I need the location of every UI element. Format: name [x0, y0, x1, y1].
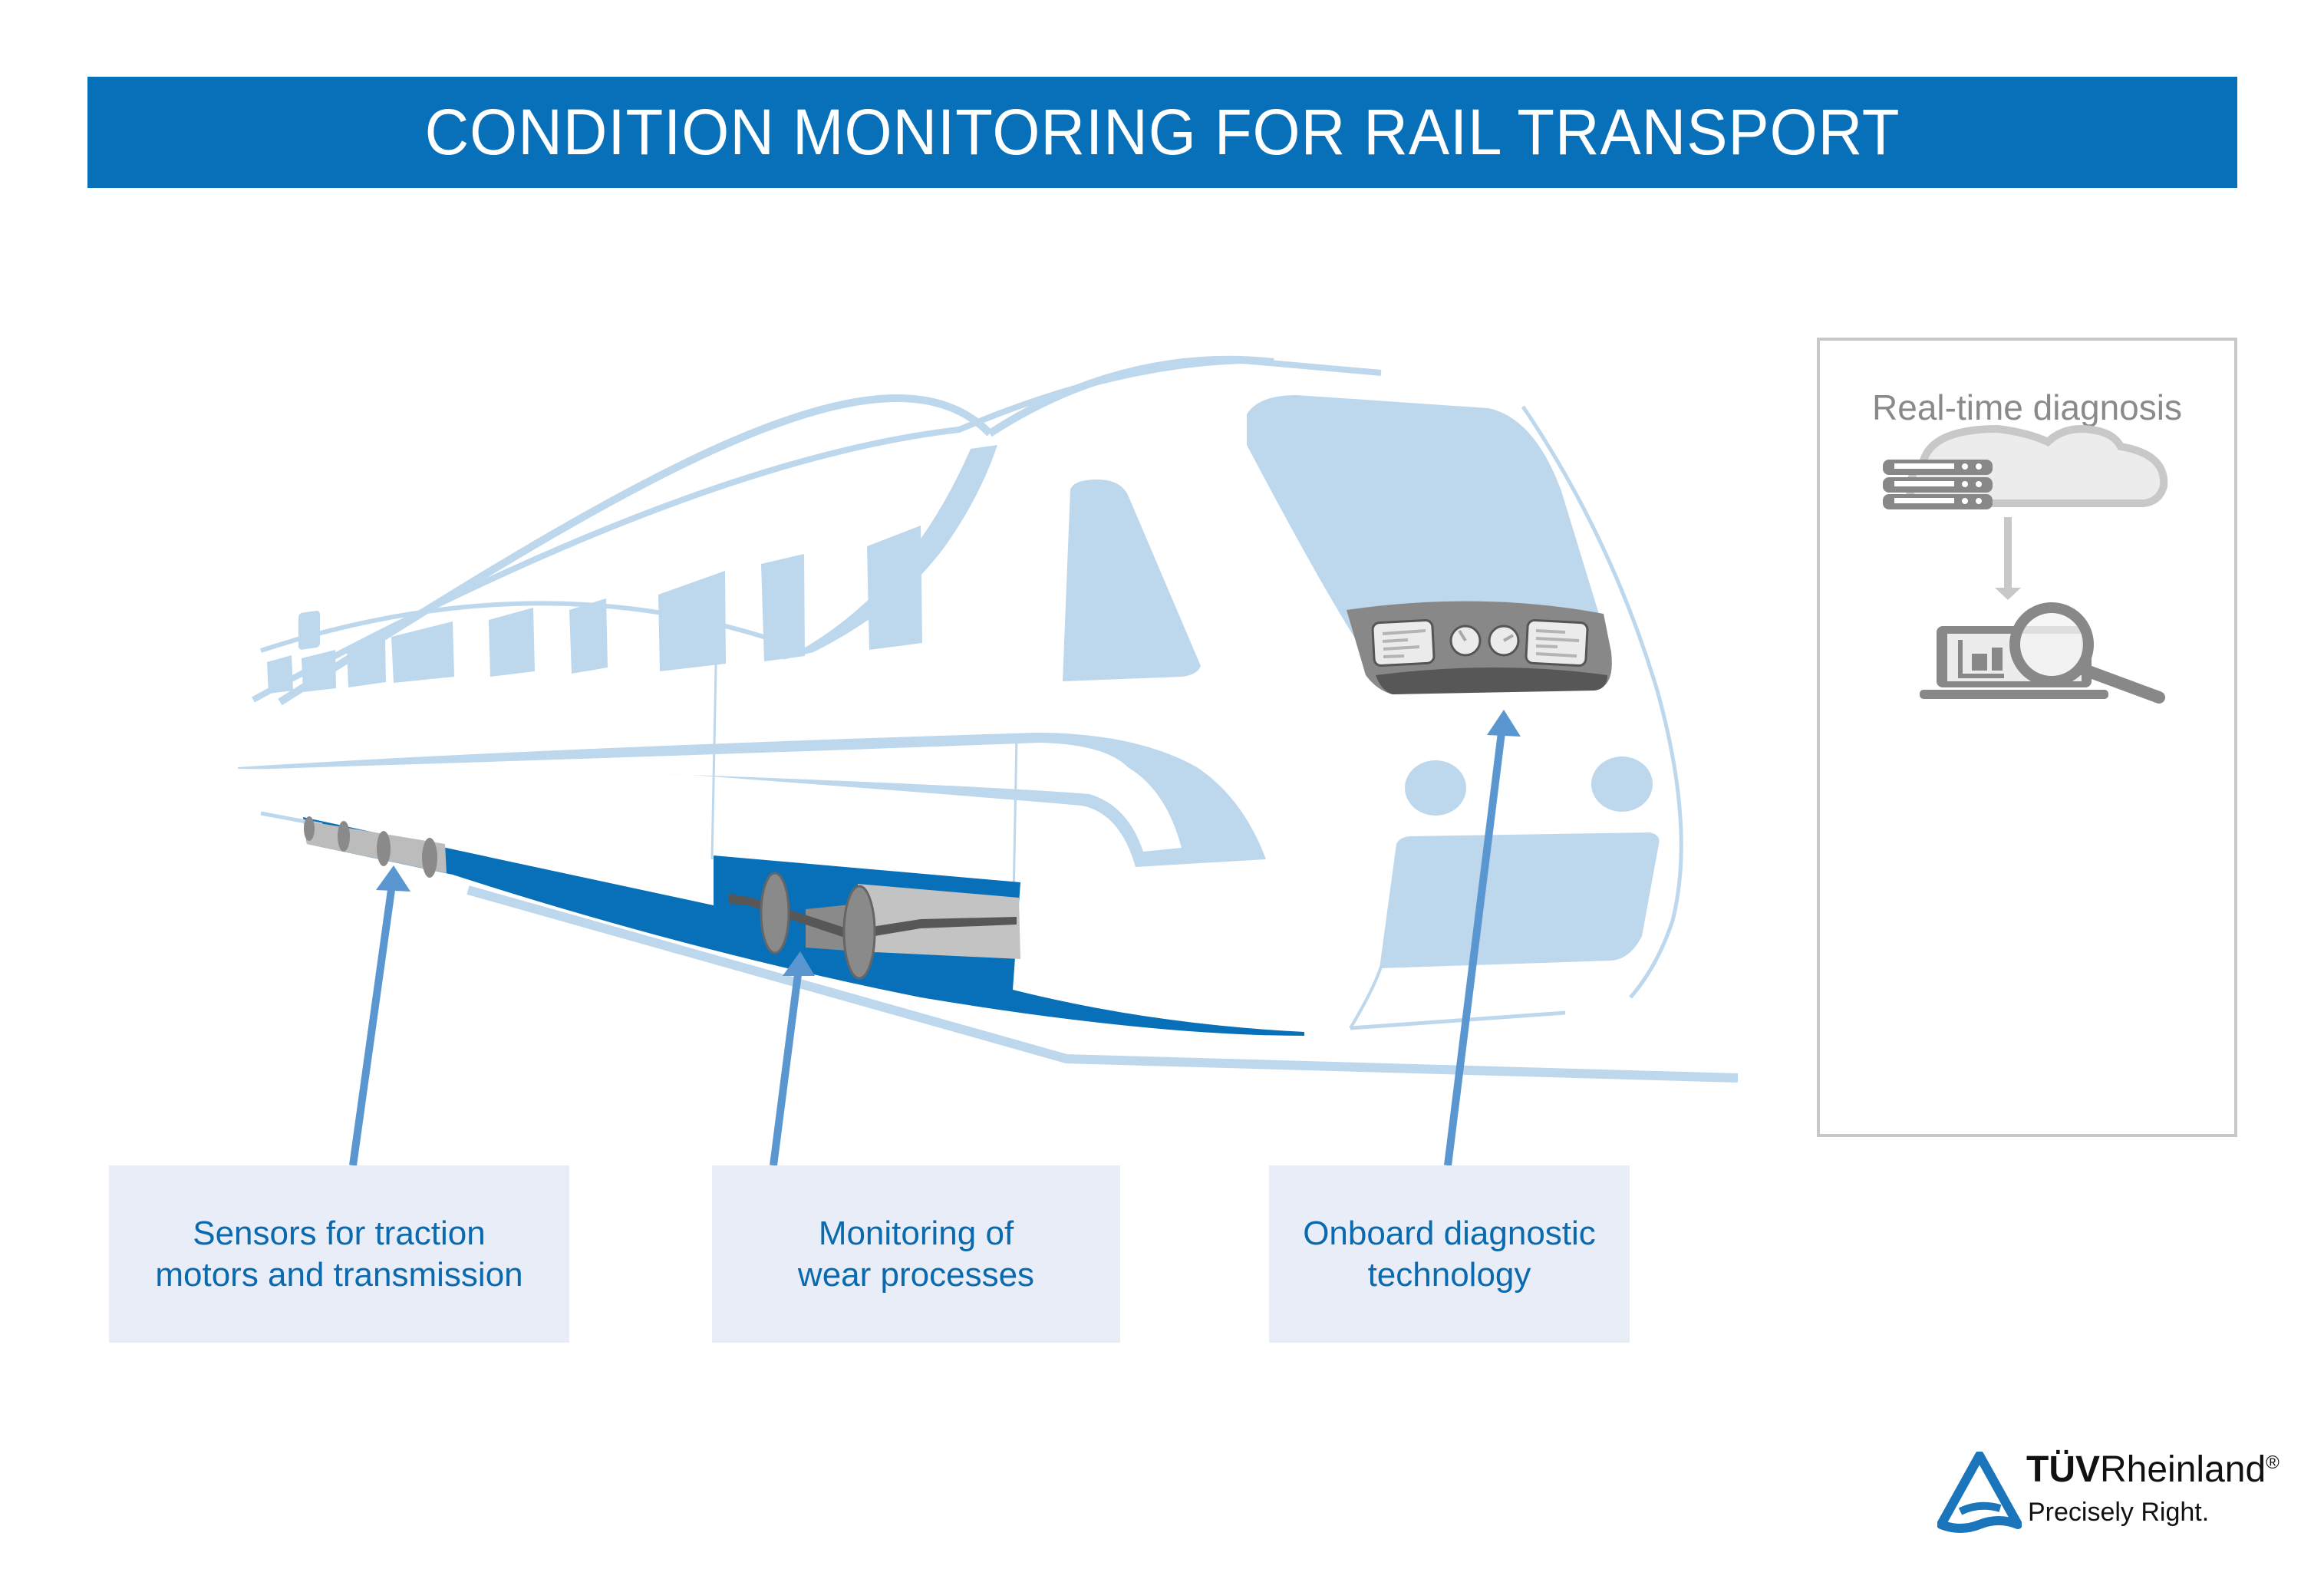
tuv-triangle-icon	[1937, 1452, 2022, 1533]
page-title: CONDITION MONITORING FOR RAIL TRANSPORT	[424, 96, 1900, 168]
server-stack-icon	[1883, 460, 1993, 509]
brand-name: TÜVRheinland®	[2026, 1449, 2279, 1491]
wheel	[338, 821, 350, 852]
brand-regular: Rheinland	[2100, 1449, 2266, 1490]
dashboard-screen-left	[1371, 618, 1436, 667]
callout-text: wear processes	[797, 1255, 1035, 1294]
nose-sweep	[783, 445, 997, 660]
traction-motors	[304, 816, 447, 878]
magnifier-icon	[2009, 602, 2165, 704]
arrow-shaft-onboard	[1444, 732, 1505, 1166]
headlight-right	[1591, 756, 1653, 812]
wheel	[760, 872, 790, 954]
headlight-left	[1405, 760, 1466, 816]
diagnosis-icons	[1883, 424, 2168, 704]
roof-edge	[252, 357, 1382, 703]
registered-mark: ®	[2266, 1452, 2279, 1473]
arrow-down-icon	[1995, 517, 2021, 600]
callout-text: technology	[1367, 1255, 1531, 1294]
rail-line	[1350, 1010, 1566, 1030]
wheel	[304, 816, 315, 841]
callout-text: motors and transmission	[155, 1255, 523, 1294]
wheel	[842, 885, 876, 980]
belt-white	[246, 743, 1182, 852]
arrow-head-wear	[783, 951, 815, 976]
callout-arrows	[349, 710, 1521, 1166]
bogie-wheels	[729, 872, 1020, 980]
windshield	[1247, 395, 1604, 643]
arrow-shaft-wear	[770, 974, 802, 1166]
front-outline	[1521, 405, 1683, 999]
front-lower-outline	[1349, 966, 1383, 1030]
brand-bold: TÜV	[2026, 1449, 2100, 1490]
callout-text: Monitoring of	[818, 1214, 1014, 1252]
arrow-head-onboard	[1487, 710, 1521, 737]
callout-text: Sensors for traction	[193, 1214, 486, 1252]
front-bumper-panel	[1380, 832, 1660, 968]
car-divider	[710, 590, 719, 860]
diagnosis-panel: Real-time diagnosis	[1817, 338, 2237, 1137]
wheel	[422, 838, 437, 878]
dashboard-screen-right	[1525, 618, 1589, 667]
underbody-skirt	[303, 817, 1304, 1036]
rail-line	[466, 885, 1739, 1083]
brand-tagline: Precisely Right.	[2028, 1498, 2210, 1527]
arrow-head-traction	[376, 865, 410, 892]
tuv-rheinland-logo: TÜVRheinland® Precisely Right.	[1930, 1442, 2298, 1542]
driver-dashboard	[1347, 601, 1612, 694]
panel-title: Real-time diagnosis	[1872, 387, 2182, 427]
bar-chart-icon	[1958, 640, 2004, 678]
callout-text: Onboard diagnostic	[1303, 1214, 1596, 1252]
arrow-shaft-traction	[349, 889, 395, 1166]
side-windows-main	[267, 480, 1201, 694]
title-banner: CONDITION MONITORING FOR RAIL TRANSPORT	[87, 77, 2237, 188]
wheel	[377, 831, 391, 866]
